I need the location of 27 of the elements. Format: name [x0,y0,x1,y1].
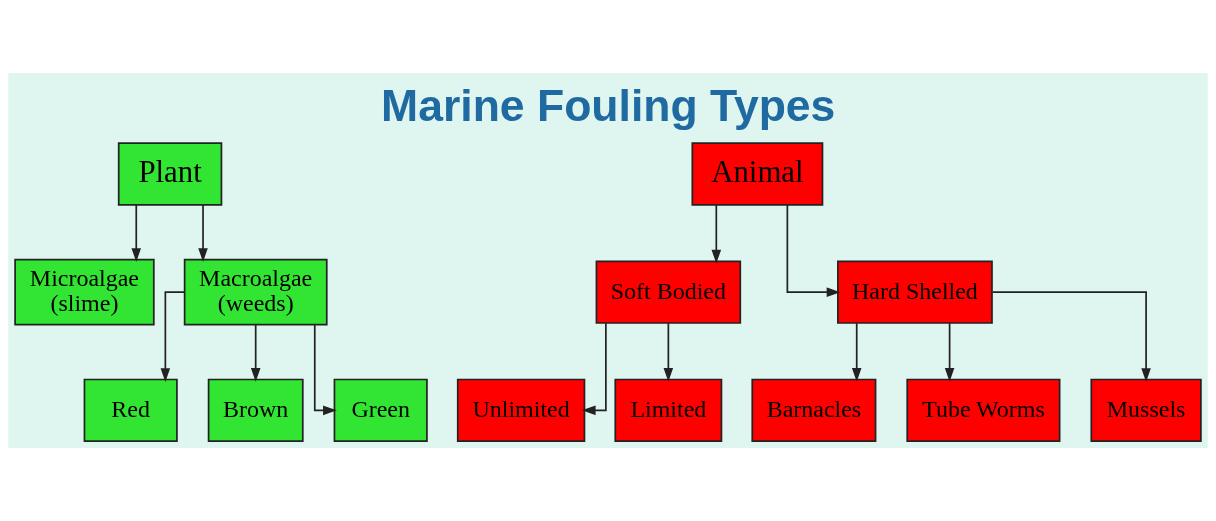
node-box: Animal [691,142,824,206]
arrow [198,204,208,262]
node-box: Macroalgae (weeds) [183,258,328,326]
arrow [711,204,722,264]
node-box: Unlimited [456,378,586,442]
node-box: Red [83,378,178,442]
arrow [786,204,841,297]
arrow [581,322,607,416]
node-box: Green [333,378,428,442]
arrow [663,322,674,382]
arrow [250,324,261,382]
node-box: Brown [207,378,304,442]
diagram-title: Marine Fouling Types [381,80,836,130]
arrow [131,204,142,262]
arrow [944,322,955,382]
node-box: Tube Worms [906,378,1061,442]
node-box: Barnacles [751,378,877,442]
arrow [313,324,337,416]
arrow [851,322,862,382]
node-box: Plant [117,142,223,206]
node-box: Mussels [1090,378,1202,442]
arrow [160,291,186,382]
arrow [991,291,1151,382]
node-box: Microalgae (slime) [14,258,155,326]
node-box: Limited [614,378,723,442]
node-box: Soft Bodied [595,260,742,324]
node-box: Hard Shelled [837,260,993,324]
